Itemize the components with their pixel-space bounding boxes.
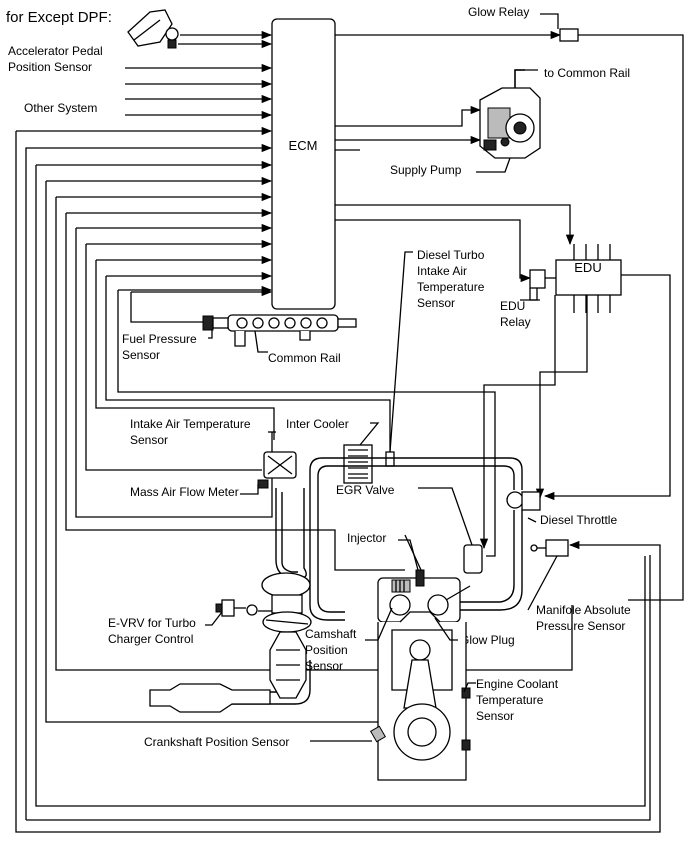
exhaust-pipe [149,683,271,713]
edu-relay-leader [529,288,540,301]
label-intake-air-temperature: Intake Air Temperature [130,417,251,431]
map-sensor [527,539,569,611]
label-glow-relay: Glow Relay [468,5,529,19]
common-rail [227,314,357,353]
evrv-valve [205,599,258,626]
label-turbo-iat-1: Diesel Turbo [417,248,485,262]
label-edu-relay-2: Relay [500,315,531,329]
label-evrv-1: E-VRV for Turbo [108,616,196,630]
label-camshaft-3: Sensor [305,659,343,673]
mass-air-flow-meter [240,431,297,495]
label-supply-pump: Supply Pump [390,163,462,177]
edu-relay [529,269,546,289]
turbo-iat-sensor-leader [389,251,413,453]
label-glow-plug: Glow Plug [460,633,515,647]
catalytic-converter [269,631,307,699]
ecm-input-wires [15,30,661,833]
label-diesel-throttle: Diesel Throttle [540,513,617,527]
label-egr-valve: EGR Valve [336,483,395,497]
turbo-iat-sensor [385,451,395,467]
label-common-rail: Common Rail [268,351,341,365]
glow-plug-wire [445,585,471,601]
edu-label: EDU [574,260,601,275]
label-fuel-pressure-sensor: Sensor [122,348,160,362]
label-coolant-1: Engine Coolant [476,677,559,691]
turbo-charger [258,572,312,633]
ecm-label: ECM [289,138,318,153]
supply-pump [476,69,541,173]
label-camshaft-2: Position [305,643,348,657]
label-accelerator-position-sensor: Position Sensor [8,60,92,74]
diagram-header: for Except DPF: [6,9,112,26]
label-inter-cooler: Inter Cooler [286,417,349,431]
injector-leader [398,539,419,571]
glow-relay [559,28,579,42]
label-turbo-iat-2: Intake Air [417,264,467,278]
label-mass-air-flow-meter: Mass Air Flow Meter [130,485,239,499]
camshaft-sensor-leader [365,607,393,641]
label-map-1: Manifole Absolute [536,603,631,617]
glow-relay-leader [540,13,559,29]
label-crankshaft: Crankshaft Position Sensor [144,735,289,749]
fuel-pressure-sensor [202,315,229,339]
engine-cylinder-head [377,534,461,623]
label-injector: Injector [347,531,386,545]
glow-plug-leader [434,617,458,641]
inter-cooler [343,422,380,484]
label-accelerator-pedal: Accelerator Pedal [8,44,103,58]
coolant-sensor-leader [463,682,476,693]
label-coolant-3: Sensor [476,709,514,723]
label-map-2: Pressure Sensor [536,619,625,633]
egr-valve [418,487,483,574]
label-turbo-iat-3: Temperature [417,280,485,294]
ecm-box [271,18,336,310]
edu-terminals [573,244,611,313]
label-to-common-rail: to Common Rail [544,66,630,80]
engine-block [369,611,471,781]
label-turbo-iat-4: Sensor [417,296,455,310]
label-fuel-pressure: Fuel Pressure [122,332,197,346]
label-evrv-2: Charger Control [108,632,193,646]
label-intake-air-temperature-sensor: Sensor [130,433,168,447]
label-other-system: Other System [24,101,97,115]
label-camshaft-1: Camshaft [305,627,357,641]
ecm-output-wires [335,30,684,601]
label-edu-relay-1: EDU [500,299,525,313]
diesel-throttle [506,491,541,523]
label-coolant-2: Temperature [476,693,544,707]
accelerator-pedal [127,9,179,49]
